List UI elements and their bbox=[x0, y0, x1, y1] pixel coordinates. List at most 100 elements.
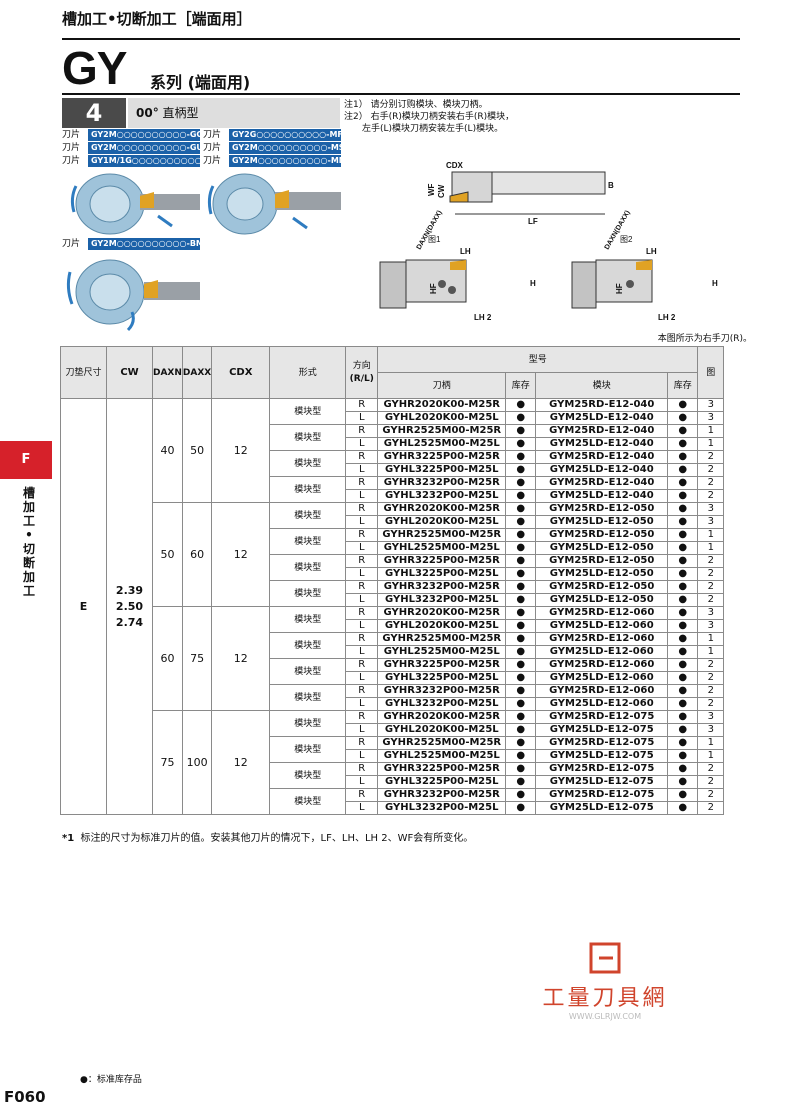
diag-label: 图2 bbox=[620, 235, 633, 244]
cell-module-stock: ● bbox=[667, 632, 699, 646]
insert-label: 刀片 GY2M○○○○○○○○○○-GG/GM bbox=[62, 129, 200, 141]
cell-holder: GYHL2525M00-M25L bbox=[377, 749, 507, 763]
cell-direction: L bbox=[345, 541, 379, 555]
cell-holder: GYHL3232P00-M25L bbox=[377, 593, 507, 607]
cell-form: 模块型 bbox=[269, 476, 347, 503]
cell-module: GYM25RD-E12-050 bbox=[535, 528, 669, 542]
cell-module: GYM25RD-E12-050 bbox=[535, 502, 669, 516]
cell-daxn: 40 bbox=[152, 398, 183, 503]
cell-module-stock: ● bbox=[667, 671, 699, 685]
workpiece-illustration bbox=[70, 173, 200, 235]
cell-direction: L bbox=[345, 671, 379, 685]
cell-holder-stock: ● bbox=[505, 502, 537, 516]
cell-holder: GYHL2525M00-M25L bbox=[377, 541, 507, 555]
diag-label: DAXN(DAXX) bbox=[604, 209, 632, 251]
cell-direction: R bbox=[345, 424, 379, 438]
cell-daxn: 60 bbox=[152, 606, 183, 711]
diag-label: DAXN(DAXX) bbox=[416, 209, 444, 251]
cell-direction: L bbox=[345, 749, 379, 763]
insert-code: GY2M○○○○○○○○○○-MS bbox=[229, 142, 341, 154]
cell-module: GYM25LD-E12-050 bbox=[535, 515, 669, 529]
cell-figure: 2 bbox=[697, 554, 725, 568]
cell-direction: L bbox=[345, 411, 379, 425]
cell-figure: 2 bbox=[697, 684, 725, 698]
note-line: 左手(L)模块刀柄安装左手(L)模块。 bbox=[362, 124, 504, 134]
cell-module-stock: ● bbox=[667, 463, 699, 477]
insert-code: GY2M○○○○○○○○○○-BM bbox=[88, 238, 200, 250]
cell-module-stock: ● bbox=[667, 541, 699, 555]
insert-label-key: 刀片 bbox=[62, 129, 88, 141]
col-module-stock: 库存 bbox=[667, 372, 699, 399]
cell-holder-stock: ● bbox=[505, 580, 537, 594]
cell-figure: 2 bbox=[697, 801, 725, 815]
cell-cdx: 12 bbox=[211, 398, 271, 503]
cell-figure: 2 bbox=[697, 658, 725, 672]
insert-label: 刀片 GY2M○○○○○○○○○○-BM bbox=[62, 238, 200, 250]
cell-direction: L bbox=[345, 437, 379, 451]
cell-module: GYM25RD-E12-075 bbox=[535, 736, 669, 750]
cell-module-stock: ● bbox=[667, 580, 699, 594]
cell-holder-stock: ● bbox=[505, 424, 537, 438]
cell-module-stock: ● bbox=[667, 502, 699, 516]
cell-holder-stock: ● bbox=[505, 515, 537, 529]
cell-holder: GYHR2525M00-M25R bbox=[377, 632, 507, 646]
cell-holder-stock: ● bbox=[505, 775, 537, 789]
cell-module-stock: ● bbox=[667, 645, 699, 659]
diagram-caption: 本图所示为右手刀(R)。 bbox=[657, 334, 752, 344]
cell-figure: 1 bbox=[697, 632, 725, 646]
notes: 注1） 请分别订购模块、模块刀柄。 注2） 右手(R)模块刀柄安装右手(R)模块… bbox=[344, 99, 514, 135]
cell-holder: GYHR3225P00-M25R bbox=[377, 762, 507, 776]
cell-module-stock: ● bbox=[667, 411, 699, 425]
cell-module: GYM25LD-E12-050 bbox=[535, 593, 669, 607]
cell-holder: GYHL2525M00-M25L bbox=[377, 437, 507, 451]
col-model: 型号 bbox=[377, 346, 699, 373]
insert-code: GY2M○○○○○○○○○○-MM bbox=[229, 155, 341, 167]
cell-holder: GYHL2020K00-M25L bbox=[377, 411, 507, 425]
col-form: 形式 bbox=[269, 346, 347, 399]
col-daxx: DAXX bbox=[181, 346, 213, 399]
series-divider bbox=[62, 93, 740, 95]
section-tab-letter: F bbox=[0, 441, 52, 479]
cell-direction: R bbox=[345, 710, 379, 724]
cell-module: GYM25LD-E12-050 bbox=[535, 541, 669, 555]
cell-form: 模块型 bbox=[269, 580, 347, 607]
cell-figure: 2 bbox=[697, 489, 725, 503]
cell-direction: R bbox=[345, 398, 379, 412]
cell-holder-stock: ● bbox=[505, 398, 537, 412]
cell-holder-stock: ● bbox=[505, 437, 537, 451]
cell-holder-stock: ● bbox=[505, 697, 537, 711]
cell-module-stock: ● bbox=[667, 554, 699, 568]
insert-code: GY2M○○○○○○○○○○-GU bbox=[88, 142, 200, 154]
cell-figure: 2 bbox=[697, 775, 725, 789]
insert-label: 刀片 GY2M○○○○○○○○○○-GU bbox=[62, 142, 200, 154]
col-holder: 刀柄 bbox=[377, 372, 507, 399]
cell-form: 模块型 bbox=[269, 528, 347, 555]
cell-direction: L bbox=[345, 775, 379, 789]
footnote: *1 标注的尺寸为标准刀片的值。安装其他刀片的情况下，LF、LH、LH 2、WF… bbox=[62, 829, 473, 844]
cell-figure: 2 bbox=[697, 476, 725, 490]
cell-module-stock: ● bbox=[667, 723, 699, 737]
cell-figure: 3 bbox=[697, 723, 725, 737]
insert-label-key: 刀片 bbox=[62, 155, 88, 167]
cell-direction: R bbox=[345, 762, 379, 776]
cell-holder-stock: ● bbox=[505, 645, 537, 659]
cell-holder: GYHL3225P00-M25L bbox=[377, 671, 507, 685]
cell-figure: 2 bbox=[697, 450, 725, 464]
dimension-diagram: LF CDX WF CW B 图1 LH DAXN(DAXX) HF H LH … bbox=[379, 161, 718, 322]
cell-holder-stock: ● bbox=[505, 541, 537, 555]
cell-module-stock: ● bbox=[667, 697, 699, 711]
cell-holder-stock: ● bbox=[505, 606, 537, 620]
cell-direction: L bbox=[345, 593, 379, 607]
insert-code: GY1M/1G○○○○○○○○○○-GM/GFGS bbox=[88, 155, 200, 167]
section-angle: 00° bbox=[136, 106, 159, 120]
cell-holder: GYHR2525M00-M25R bbox=[377, 736, 507, 750]
cell-module-stock: ● bbox=[667, 710, 699, 724]
cell-form: 模块型 bbox=[269, 424, 347, 451]
col-cw: CW bbox=[106, 346, 153, 399]
cell-module: GYM25RD-E12-060 bbox=[535, 606, 669, 620]
col-direction-rl: (R/L) bbox=[349, 373, 374, 384]
cell-direction: R bbox=[345, 736, 379, 750]
